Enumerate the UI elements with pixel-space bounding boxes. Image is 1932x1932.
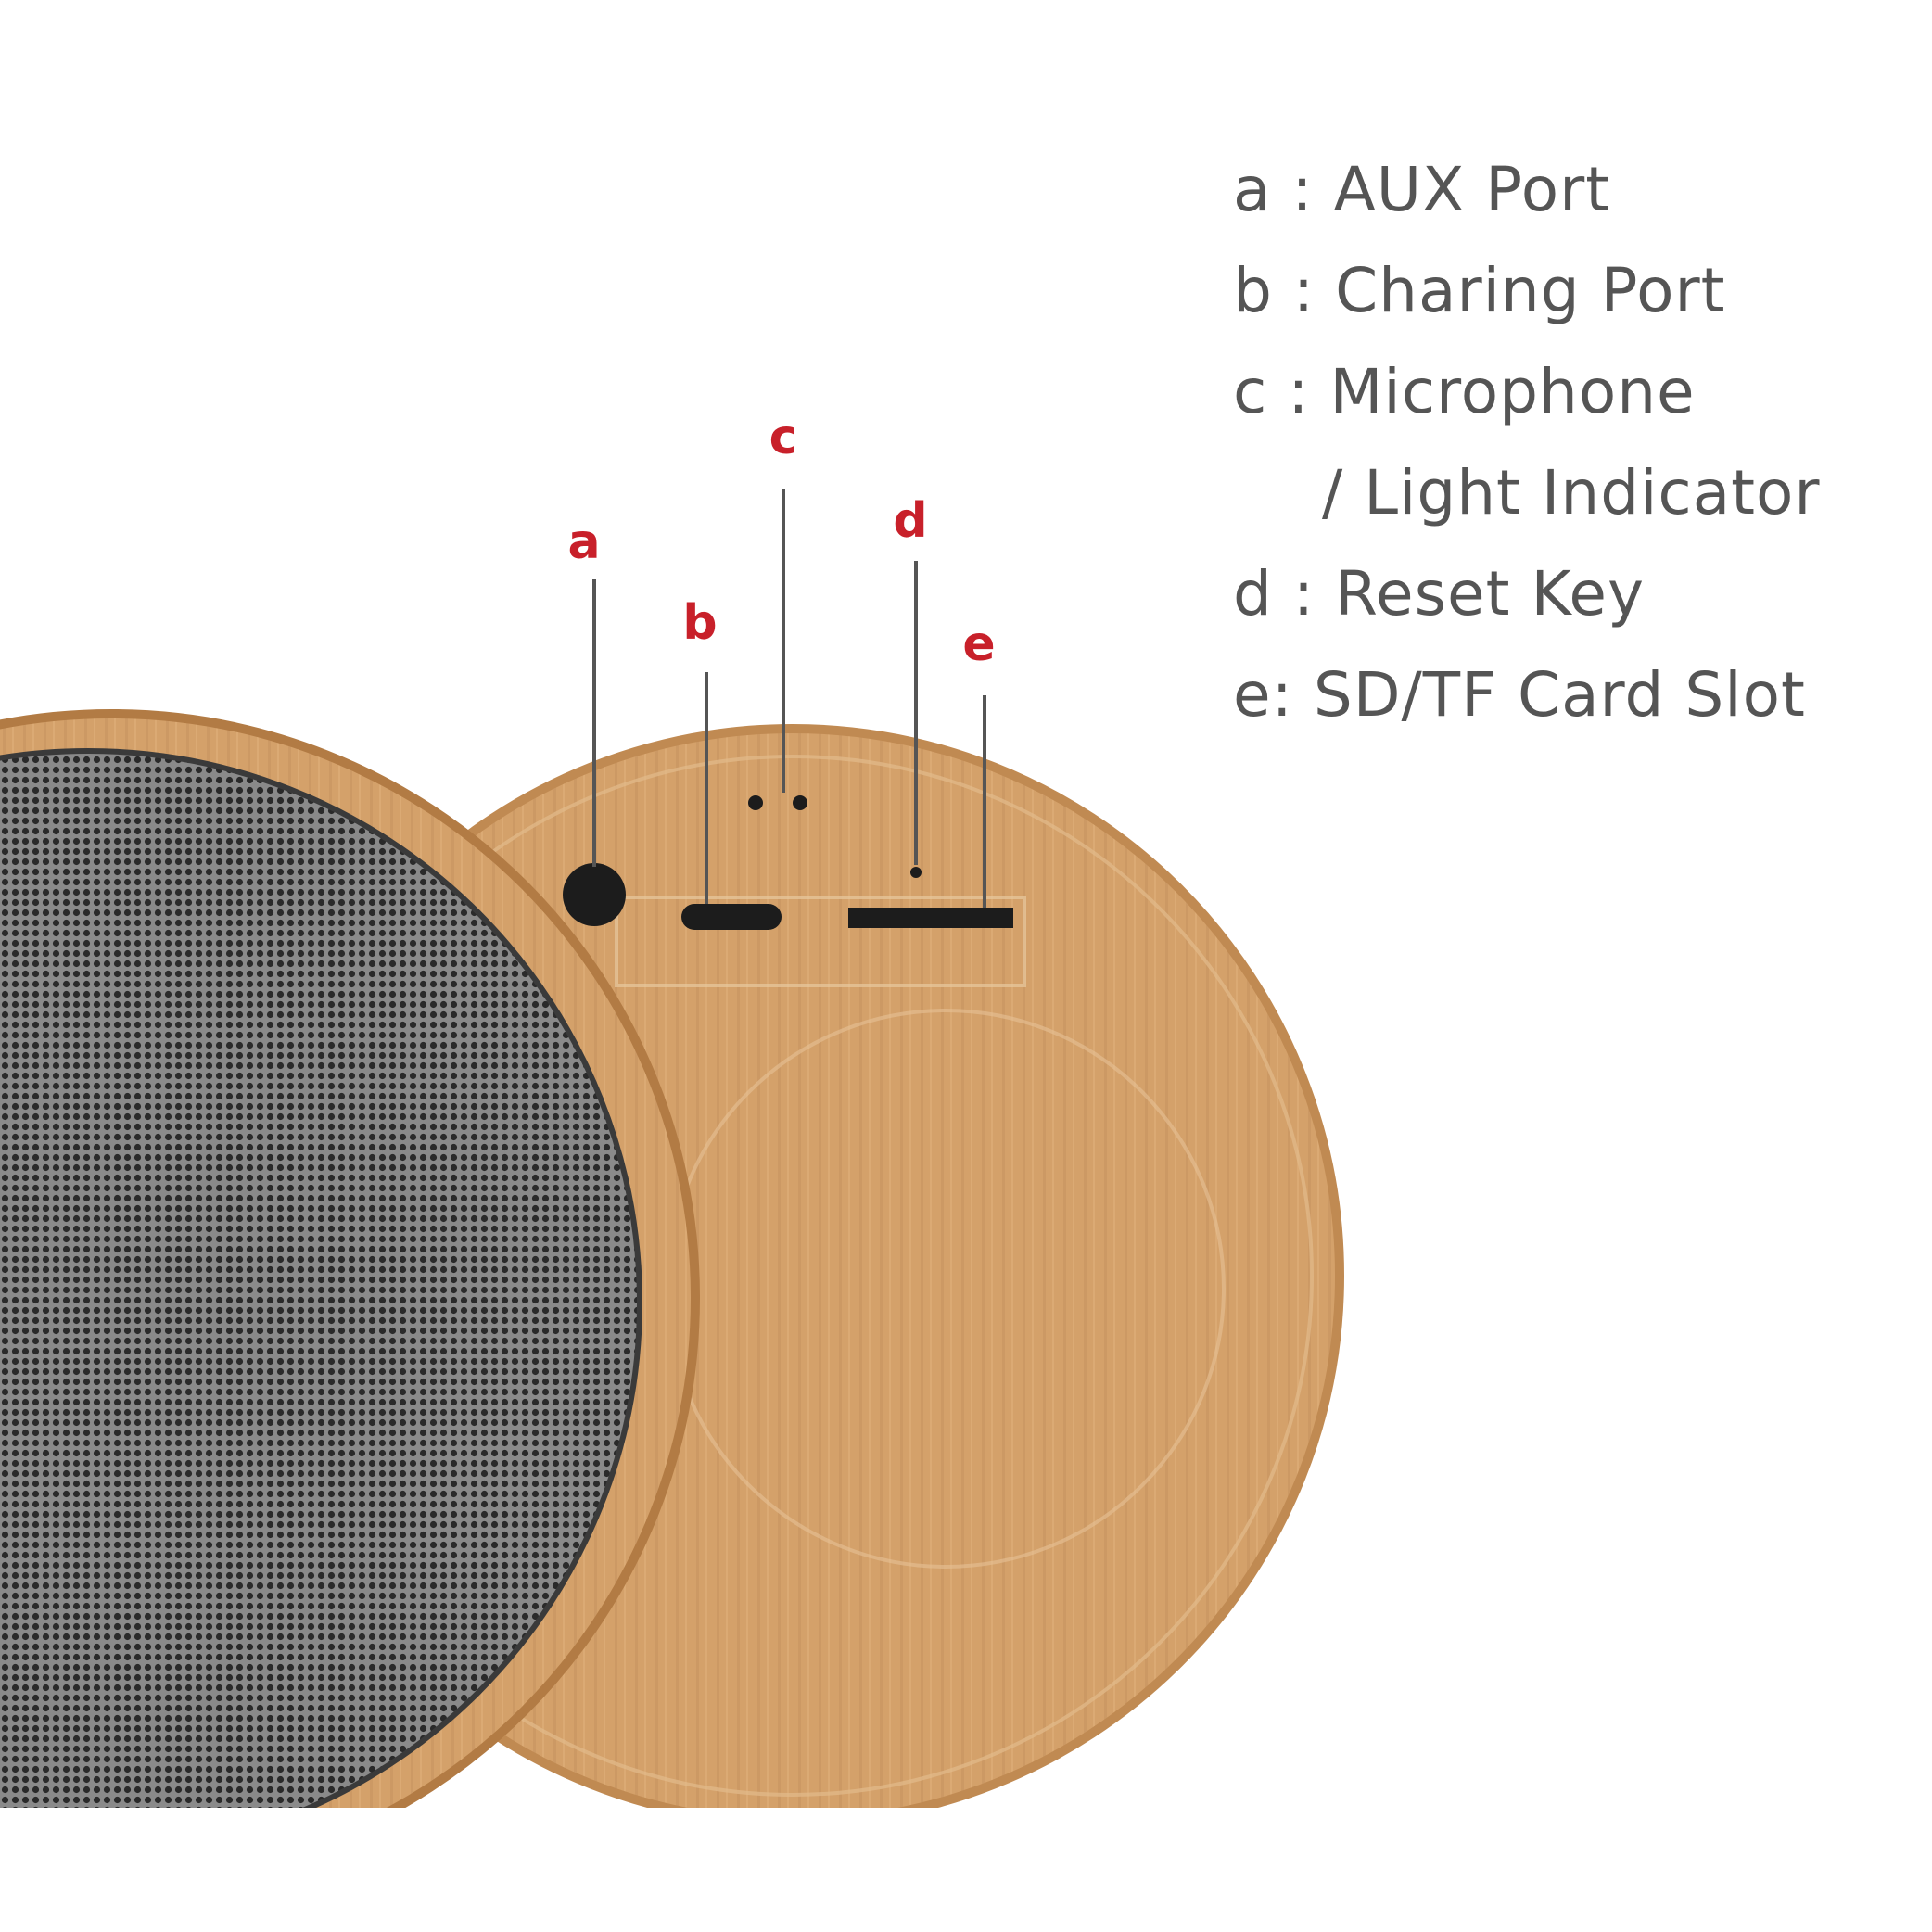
speaker-grille [0, 748, 642, 1808]
charging-port [681, 904, 782, 930]
callout-lines [592, 489, 986, 908]
legend-item-reset: d : Reset Key [1233, 558, 1646, 629]
legend-item-sd-slot: e: SD/TF Card Slot [1233, 659, 1806, 731]
callout-b: b [682, 595, 718, 651]
sd-card-slot [848, 908, 1013, 928]
port-legend: a : AUX Port b : Charing Port c : Microp… [1233, 139, 1821, 745]
light-indicator [793, 795, 807, 810]
callout-c: c [769, 410, 798, 465]
legend-item-microphone: c : Microphone [1233, 356, 1696, 427]
legend-item-light-indicator: / Light Indicator [1322, 457, 1821, 528]
legend-item-aux: a : AUX Port [1233, 154, 1611, 225]
microphone-hole [748, 795, 763, 810]
callout-e: e [962, 616, 996, 672]
callout-a: a [567, 515, 601, 570]
reset-key [910, 867, 922, 878]
aux-port [563, 863, 626, 926]
legend-item-charging: b : Charing Port [1233, 255, 1726, 326]
callout-d: d [893, 493, 928, 549]
